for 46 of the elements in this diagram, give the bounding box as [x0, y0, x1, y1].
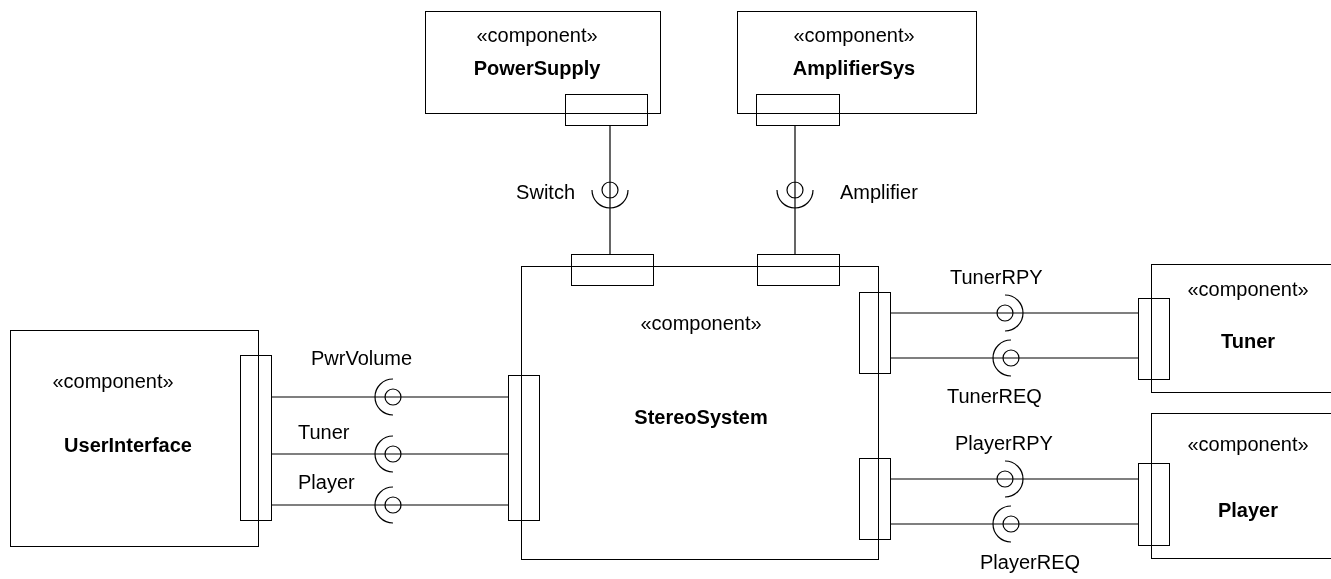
interface-label: PlayerRPY [955, 431, 1053, 455]
port-box [859, 458, 891, 540]
port-box [1138, 298, 1170, 380]
assembly-connector [271, 486, 509, 524]
port-box [240, 355, 272, 521]
component-name: AmplifierSys [792, 56, 916, 80]
stereotype-text: «component» [52, 369, 174, 393]
interface-label: TunerRPY [950, 265, 1043, 289]
component-name: Tuner [1220, 329, 1276, 353]
assembly-connector [890, 339, 1139, 377]
stereotype-text: «component» [476, 23, 598, 47]
assembly-connector [271, 378, 509, 416]
component-name: PowerSupply [473, 56, 601, 80]
assembly-connector [271, 435, 509, 473]
component-box [425, 11, 661, 114]
component-box [1151, 264, 1331, 393]
port-box [757, 254, 840, 286]
component-name: StereoSystem [634, 405, 768, 429]
interface-label: Amplifier [840, 180, 918, 204]
port-box [508, 375, 540, 521]
port-box [859, 292, 891, 374]
interface-label: TunerREQ [947, 384, 1042, 408]
assembly-connector [776, 125, 814, 255]
stereotype-text: «component» [1187, 277, 1309, 301]
component-name: UserInterface [64, 433, 192, 457]
assembly-connector [591, 125, 629, 255]
interface-label: Player [298, 470, 355, 494]
component-box [10, 330, 259, 547]
interface-label: PwrVolume [311, 346, 413, 370]
interface-label: PlayerREQ [980, 550, 1081, 574]
component-box [521, 266, 879, 560]
component-box [737, 11, 977, 114]
port-box [756, 94, 840, 126]
assembly-connector [890, 294, 1139, 332]
stereotype-text: «component» [640, 311, 762, 335]
stereotype-text: «component» [793, 23, 915, 47]
component-box [1151, 413, 1331, 559]
port-box [565, 94, 648, 126]
assembly-connector [890, 505, 1139, 543]
assembly-connector [890, 460, 1139, 498]
interface-label: Tuner [298, 420, 350, 444]
stereotype-text: «component» [1187, 432, 1309, 456]
component-name: Player [1217, 498, 1279, 522]
port-box [571, 254, 654, 286]
port-box [1138, 463, 1170, 546]
interface-label: Switch [516, 180, 575, 204]
